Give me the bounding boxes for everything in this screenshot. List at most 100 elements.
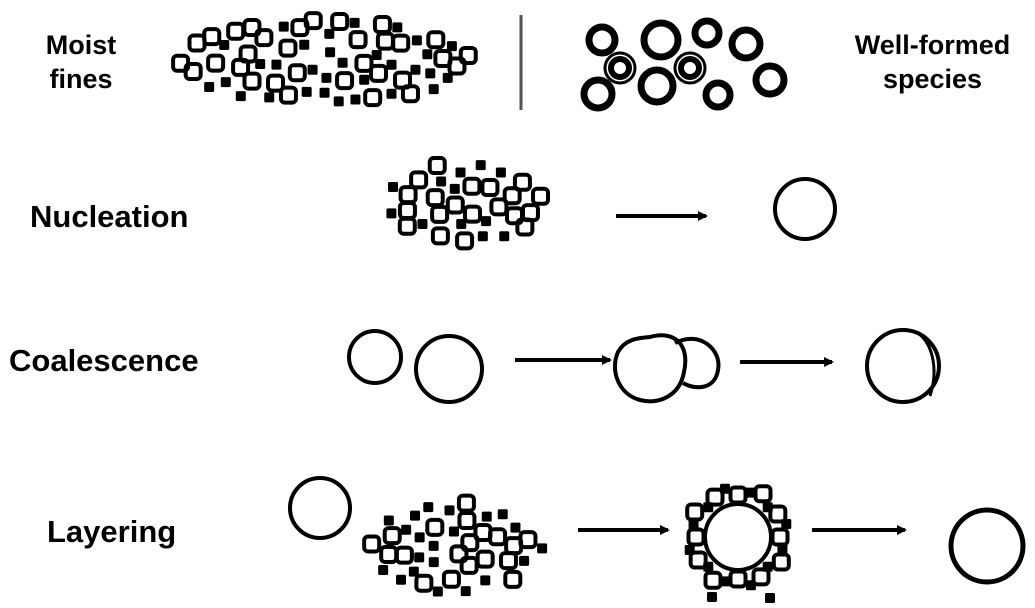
fine-particle (235, 91, 246, 102)
fine-particle (463, 204, 483, 224)
well-formed-granule (691, 17, 723, 49)
layered-granule (948, 507, 1026, 585)
fine-particle (394, 545, 414, 565)
fine-particle (455, 231, 475, 251)
moist-fines-cluster (171, 11, 478, 108)
fine-particle (307, 64, 318, 75)
fine-particle (505, 206, 525, 226)
fine-particle (219, 40, 230, 51)
nucleus-granule (773, 177, 837, 241)
fine-particle (458, 45, 478, 65)
fine-particle (503, 569, 523, 589)
fine-particle (401, 524, 412, 535)
fine-particle (204, 82, 215, 93)
fine-particle (688, 520, 699, 531)
fine-particle (512, 172, 532, 192)
coalescence-row (347, 328, 941, 404)
fine-particle (777, 543, 788, 554)
fine-particle (449, 183, 460, 194)
fine-particle (685, 502, 705, 522)
fine-particle (278, 21, 289, 32)
fine-particle (335, 71, 355, 91)
well-formed-granule (637, 66, 677, 106)
well-formed-label-line1: Well-formed (854, 30, 1011, 60)
fine-particle (388, 182, 399, 193)
well-formed-granule (580, 76, 616, 112)
fine-particle (278, 85, 298, 105)
fine-particle (171, 53, 191, 73)
fine-particle (378, 564, 389, 575)
seed-granule (288, 476, 352, 540)
fine-particle (254, 28, 274, 48)
fine-particle (753, 484, 773, 504)
fine-particle (441, 569, 461, 589)
fine-particle (287, 63, 307, 83)
fine-particle (489, 197, 509, 217)
fine-particle (459, 555, 479, 575)
layering-row (288, 476, 1026, 603)
granule-b (414, 334, 484, 404)
stage-label-coalescence: Coalescence (9, 343, 199, 378)
fine-particle (426, 30, 446, 50)
fine-particle (444, 505, 455, 516)
fine-particle (325, 47, 336, 58)
fine-particle (768, 504, 788, 524)
well-formed-granule (728, 26, 764, 62)
fine-particle (744, 487, 755, 498)
well-formed-granule-shell (673, 51, 707, 85)
fine-particle (428, 84, 439, 95)
fine-particle (266, 73, 286, 93)
fine-particle (531, 186, 551, 206)
fine-particle (330, 12, 350, 32)
fine-particle (480, 575, 491, 586)
fine-particle (498, 551, 518, 571)
fine-particle (446, 41, 457, 52)
fine-particle (781, 519, 792, 530)
fine-particle (348, 30, 368, 50)
fine-particle (445, 195, 465, 215)
fine-particle (242, 17, 262, 37)
fine-particle (398, 185, 418, 205)
fine-particle (382, 526, 402, 546)
granule-a (347, 329, 403, 385)
fine-particle (456, 493, 476, 513)
fine-particle (460, 533, 480, 553)
fine-particle (684, 544, 695, 555)
fine-particle (359, 74, 370, 85)
fine-particle (397, 200, 417, 220)
fine-particle (372, 15, 392, 35)
fine-particle (751, 567, 771, 587)
well-formed-granule-shell (603, 51, 637, 85)
fine-particle (504, 536, 524, 556)
fine-particle (349, 17, 360, 28)
fine-particle (206, 53, 226, 73)
fine-particle (497, 509, 508, 520)
coated-granule (684, 483, 792, 603)
fine-particle (475, 549, 495, 569)
fine-particle (422, 49, 433, 60)
well-formed-granule (608, 56, 632, 80)
fine-particle (720, 483, 731, 494)
fine-particle (475, 160, 486, 171)
fine-particle (238, 44, 258, 64)
fine-particle (321, 72, 332, 83)
fine-particle (425, 68, 436, 79)
fine-particle (430, 226, 450, 246)
fine-particle (462, 176, 482, 196)
fine-particle (278, 38, 298, 58)
fine-particle (703, 570, 723, 590)
merged-granule (613, 333, 721, 404)
fine-particle (477, 231, 488, 242)
moist-fines-label-line1: Moist (45, 30, 117, 60)
fine-particle (428, 557, 439, 568)
well-formed-granule (640, 19, 682, 61)
nucleation-fines-cluster (386, 156, 551, 251)
fine-particle (386, 208, 397, 219)
fine-particle (271, 59, 282, 70)
layering-fines-cluster (362, 493, 548, 597)
fine-particle (537, 543, 548, 554)
fine-particle (448, 526, 459, 537)
fine-particle (354, 53, 374, 73)
fine-particle (242, 71, 262, 91)
